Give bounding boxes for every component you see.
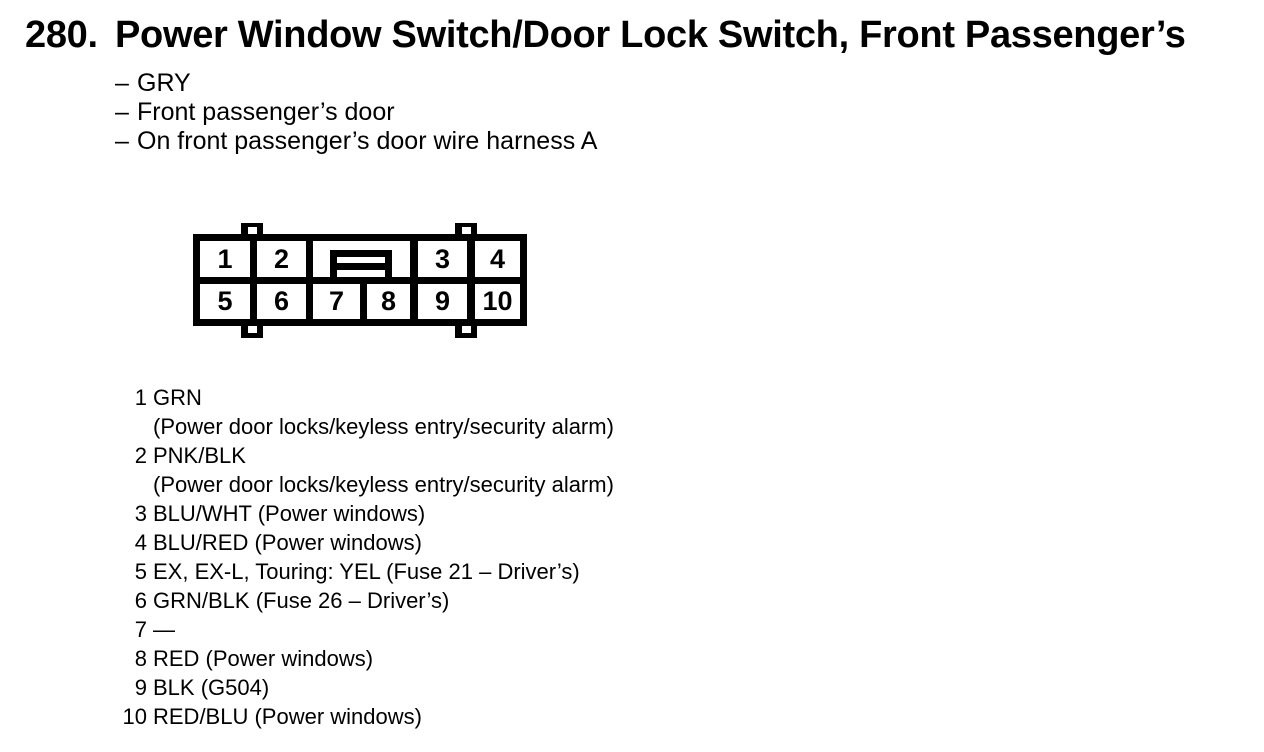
pin-row: 5 EX, EX-L, Touring: YEL (Fuse 21 – Driv… xyxy=(122,557,614,586)
pin-description: (Power door locks/keyless entry/security… xyxy=(153,414,614,439)
connector-cavity-8: 8 xyxy=(367,284,410,319)
pin-number: 7 xyxy=(134,617,147,642)
pin-wire-label: — xyxy=(153,617,175,642)
connector-cavity-10: 10 xyxy=(475,284,520,319)
pin-wire-label: BLU/RED (Power windows) xyxy=(153,530,422,555)
pin-number: 5 xyxy=(134,559,147,584)
pin-description: (Power door locks/keyless entry/security… xyxy=(153,472,614,497)
figure-number: 280. xyxy=(25,14,98,56)
pin-row: 8 RED (Power windows) xyxy=(122,644,614,673)
connector-mount-tab-bottom-left-icon xyxy=(241,326,263,338)
figure-title-text: Power Window Switch/Door Lock Switch, Fr… xyxy=(115,14,1186,56)
pin-row: 1 GRN (Power door locks/keyless entry/se… xyxy=(122,383,614,441)
clip-slit xyxy=(337,257,385,263)
connector-cavity-4: 4 xyxy=(475,241,520,277)
pin-number: 6 xyxy=(134,588,147,613)
pin-wire-label: EX, EX-L, Touring: YEL (Fuse 21 – Driver… xyxy=(153,559,580,584)
tab-hole xyxy=(248,326,257,333)
attribute-line: – Front passenger’s door xyxy=(115,98,597,127)
connector-attributes: – GRY – Front passenger’s door – On fron… xyxy=(115,69,597,156)
connector-cavity-9: 9 xyxy=(418,284,467,319)
pin-wire-label: GRN xyxy=(153,385,202,410)
connector-cavity-5: 5 xyxy=(200,284,250,319)
pin-wire-label: BLU/WHT (Power windows) xyxy=(153,501,426,526)
pin-wire-label: RED/BLU (Power windows) xyxy=(153,704,422,729)
pin-number: 10 xyxy=(122,704,147,729)
pin-legend: 1 GRN (Power door locks/keyless entry/se… xyxy=(122,383,614,731)
pin-number: 2 xyxy=(134,443,147,468)
connector-mount-tab-top-left-icon xyxy=(241,223,263,234)
attribute-location: Front passenger’s door xyxy=(137,98,395,126)
connector-cavity-3: 3 xyxy=(418,241,467,277)
bullet-dash: – xyxy=(115,98,129,126)
pin-row: 10 RED/BLU (Power windows) xyxy=(122,702,614,731)
connector-cavity-6: 6 xyxy=(257,284,306,319)
pin-number: 4 xyxy=(134,530,147,555)
pin-row: 9 BLK (G504) xyxy=(122,673,614,702)
pin-number: 1 xyxy=(134,385,147,410)
attribute-color: GRY xyxy=(137,69,191,97)
attribute-line: – On front passenger’s door wire harness… xyxy=(115,127,597,156)
bullet-dash: – xyxy=(115,69,129,97)
connector-diagram: 1 2 3 4 5 6 7 8 9 10 xyxy=(193,223,527,338)
connector-cavity-2: 2 xyxy=(257,241,306,277)
connector-cavity-7: 7 xyxy=(313,284,360,319)
pin-row: 6 GRN/BLK (Fuse 26 – Driver’s) xyxy=(122,586,614,615)
pin-row: 7 — xyxy=(122,615,614,644)
pin-number: 8 xyxy=(134,646,147,671)
bullet-dash: – xyxy=(115,127,129,155)
pin-number: 9 xyxy=(134,675,147,700)
pin-row: 3 BLU/WHT (Power windows) xyxy=(122,499,614,528)
pin-number: 3 xyxy=(134,501,147,526)
connector-mount-tab-top-right-icon xyxy=(455,223,477,234)
pin-wire-label: PNK/BLK xyxy=(153,443,246,468)
pin-wire-label: RED (Power windows) xyxy=(153,646,374,671)
tab-hole xyxy=(462,227,471,234)
attribute-harness: On front passenger’s door wire harness A xyxy=(137,127,598,155)
connector-mount-tab-bottom-right-icon xyxy=(455,326,477,338)
connector-cavity-1: 1 xyxy=(200,241,250,277)
pin-wire-label: BLK (G504) xyxy=(153,675,270,700)
pin-row: 2 PNK/BLK (Power door locks/keyless entr… xyxy=(122,441,614,499)
clip-slit xyxy=(337,270,385,277)
pin-wire-label: GRN/BLK (Fuse 26 – Driver’s) xyxy=(153,588,450,613)
attribute-line: – GRY xyxy=(115,69,597,98)
pin-row: 4 BLU/RED (Power windows) xyxy=(122,528,614,557)
figure-title: 280. Power Window Switch/Door Lock Switc… xyxy=(25,12,1186,58)
connector-clip-icon xyxy=(330,250,392,284)
tab-hole xyxy=(462,326,471,333)
tab-hole xyxy=(248,227,257,234)
